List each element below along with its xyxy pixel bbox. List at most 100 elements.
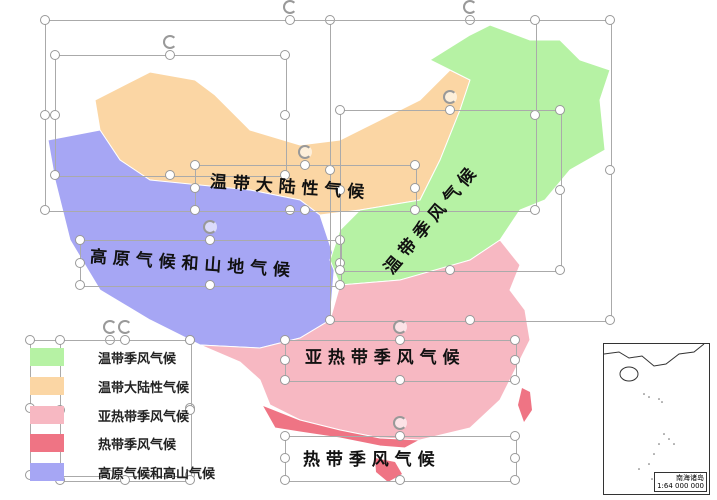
region-tropical-monsoon[interactable]: [260, 404, 422, 449]
resize-handle-icon[interactable]: [510, 453, 520, 463]
legend-label: 亚热带季风气候: [98, 409, 190, 425]
resize-handle-icon[interactable]: [75, 257, 85, 268]
label-subtropical-monsoon[interactable]: 亚 热 带 季 风 气 候: [305, 348, 460, 368]
resize-handle-icon[interactable]: [190, 182, 200, 193]
rotate-handle-icon[interactable]: [393, 320, 407, 334]
inset-caption: 南海诸岛 1:64 000 000: [654, 472, 707, 492]
resize-handle-icon[interactable]: [280, 50, 290, 60]
resize-handle-icon[interactable]: [280, 355, 290, 365]
resize-handle-icon[interactable]: [510, 431, 520, 441]
resize-handle-icon[interactable]: [285, 15, 295, 25]
resize-handle-icon[interactable]: [280, 431, 290, 441]
resize-handle-icon[interactable]: [280, 335, 290, 345]
resize-handle-icon[interactable]: [325, 315, 335, 325]
resize-handle-icon[interactable]: [530, 205, 540, 215]
resize-handle-icon[interactable]: [185, 335, 195, 345]
south-china-sea-inset: 南海诸岛 1:64 000 000: [603, 343, 710, 495]
resize-handle-icon[interactable]: [605, 15, 615, 25]
resize-handle-icon[interactable]: [510, 475, 520, 485]
resize-handle-icon[interactable]: [205, 235, 215, 245]
legend-item[interactable]: 热带季风气候: [30, 432, 176, 454]
legend-label: 温带大陆性气候: [98, 380, 190, 396]
resize-handle-icon[interactable]: [50, 110, 60, 120]
resize-handle-icon[interactable]: [165, 170, 175, 180]
legend-swatch: [30, 348, 64, 366]
resize-handle-icon[interactable]: [410, 182, 420, 193]
rotate-handle-icon[interactable]: [393, 416, 407, 430]
resize-handle-icon[interactable]: [510, 335, 520, 345]
rotate-handle-icon[interactable]: [118, 320, 132, 334]
legend-swatch: [30, 434, 64, 452]
resize-handle-icon[interactable]: [335, 265, 345, 275]
resize-handle-icon[interactable]: [185, 475, 195, 485]
resize-handle-icon[interactable]: [285, 205, 295, 215]
resize-handle-icon[interactable]: [50, 50, 60, 60]
resize-handle-icon[interactable]: [530, 15, 540, 25]
resize-handle-icon[interactable]: [465, 315, 475, 325]
legend-item[interactable]: 高原气候和高山气候: [30, 461, 215, 483]
resize-handle-icon[interactable]: [395, 431, 405, 441]
resize-handle-icon[interactable]: [395, 335, 405, 345]
resize-handle-icon[interactable]: [445, 105, 455, 115]
taiwan-island: [518, 388, 532, 422]
rotate-handle-icon[interactable]: [443, 90, 457, 104]
resize-handle-icon[interactable]: [300, 205, 310, 215]
resize-handle-icon[interactable]: [510, 355, 520, 365]
legend-item[interactable]: 亚热带季风气候: [30, 404, 189, 426]
resize-handle-icon[interactable]: [555, 265, 565, 275]
resize-handle-icon[interactable]: [280, 375, 290, 385]
resize-handle-icon[interactable]: [605, 165, 615, 175]
resize-handle-icon[interactable]: [280, 475, 290, 485]
resize-handle-icon[interactable]: [25, 335, 35, 345]
resize-handle-icon[interactable]: [335, 105, 345, 115]
resize-handle-icon[interactable]: [280, 110, 290, 120]
resize-handle-icon[interactable]: [555, 185, 565, 195]
legend-swatch: [30, 406, 64, 424]
resize-handle-icon[interactable]: [190, 160, 200, 170]
resize-handle-icon[interactable]: [190, 205, 200, 215]
resize-handle-icon[interactable]: [185, 405, 195, 415]
rotate-handle-icon[interactable]: [298, 145, 312, 159]
resize-handle-icon[interactable]: [55, 335, 65, 345]
resize-handle-icon[interactable]: [335, 185, 345, 195]
resize-handle-icon[interactable]: [555, 105, 565, 115]
legend-item[interactable]: 温带大陆性气候: [30, 375, 189, 397]
resize-handle-icon[interactable]: [280, 170, 290, 180]
resize-handle-icon[interactable]: [75, 235, 85, 245]
legend-label: 温带季风气候: [98, 351, 177, 367]
rotate-handle-icon[interactable]: [103, 320, 117, 334]
resize-handle-icon[interactable]: [395, 475, 405, 485]
resize-handle-icon[interactable]: [280, 453, 290, 463]
resize-handle-icon[interactable]: [50, 170, 60, 180]
resize-handle-icon[interactable]: [165, 50, 175, 60]
legend-label: 高原气候和高山气候: [98, 466, 216, 482]
resize-handle-icon[interactable]: [410, 205, 420, 215]
resize-handle-icon[interactable]: [120, 335, 130, 345]
inset-scale: 1:64 000 000: [657, 482, 704, 490]
legend-item[interactable]: 温带季风气候: [30, 346, 176, 368]
resize-handle-icon[interactable]: [605, 315, 615, 325]
legend-swatch: [30, 377, 64, 395]
label-tropical-monsoon[interactable]: 热 带 季 风 气 候: [303, 450, 435, 470]
rotate-handle-icon[interactable]: [283, 0, 297, 14]
resize-handle-icon[interactable]: [40, 110, 50, 120]
legend-swatch: [30, 463, 64, 481]
resize-handle-icon[interactable]: [120, 475, 130, 485]
resize-handle-icon[interactable]: [75, 280, 85, 290]
resize-handle-icon[interactable]: [395, 375, 405, 385]
rotate-handle-icon[interactable]: [163, 35, 177, 49]
rotate-handle-icon[interactable]: [203, 220, 217, 234]
rotate-handle-icon[interactable]: [463, 0, 477, 14]
resize-handle-icon[interactable]: [300, 160, 310, 170]
resize-handle-icon[interactable]: [335, 280, 345, 290]
resize-handle-icon[interactable]: [40, 15, 50, 25]
inset-title: 南海诸岛: [676, 474, 704, 482]
resize-handle-icon[interactable]: [510, 375, 520, 385]
resize-handle-icon[interactable]: [40, 205, 50, 215]
resize-handle-icon[interactable]: [205, 280, 215, 290]
resize-handle-icon[interactable]: [410, 160, 420, 170]
resize-handle-icon[interactable]: [445, 265, 455, 275]
resize-handle-icon[interactable]: [105, 470, 115, 480]
